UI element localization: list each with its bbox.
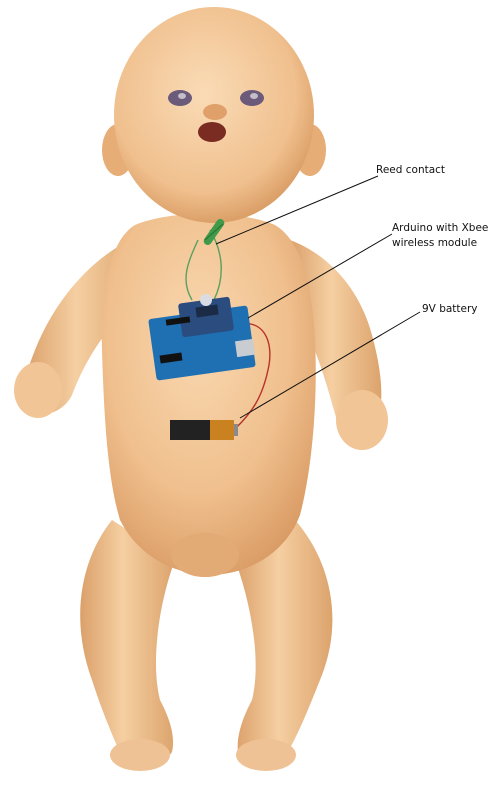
arduino-label-line2: wireless module — [392, 236, 477, 250]
battery-label: 9V battery — [422, 302, 478, 316]
reed-contact-label: Reed contact — [376, 163, 445, 177]
doll-diaper-area — [171, 533, 239, 577]
doll-mouth — [198, 122, 226, 142]
9v-battery-icon — [170, 420, 238, 440]
arduino-label-line1: Arduino with Xbee — [392, 221, 488, 235]
doll-head — [102, 7, 326, 223]
doll-torso — [102, 214, 316, 575]
